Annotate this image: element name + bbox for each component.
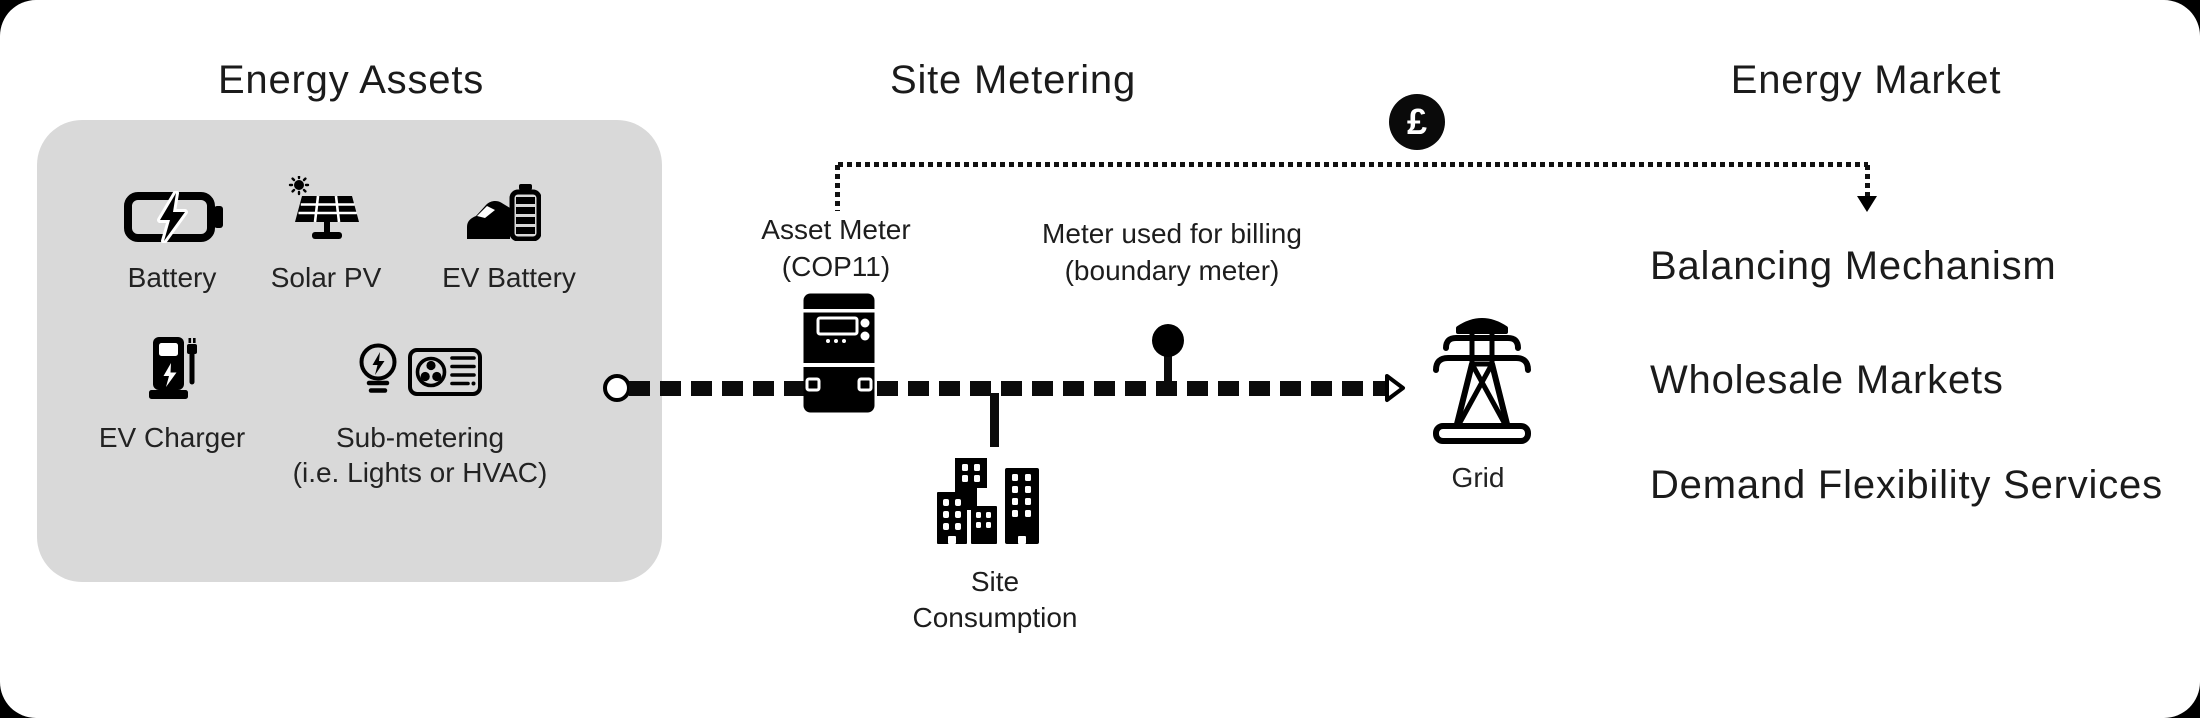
billing-meter-stem	[1164, 350, 1172, 384]
money-flow-line-left	[835, 165, 840, 211]
asset-meter-caption-line2: (COP11)	[781, 251, 891, 282]
billing-meter-caption-line1: Meter used for billing	[1042, 218, 1302, 249]
sub-metering-label: Sub-metering	[335, 422, 505, 453]
site-consumption-line1: Site	[970, 566, 1020, 597]
down-arrow-icon	[1857, 196, 1877, 212]
solar-pv-label: Solar PV	[270, 262, 382, 293]
billing-meter-icon	[1152, 324, 1184, 357]
market-item-demand-flexibility-services: Demand Flexibility Services	[1650, 463, 2163, 507]
lightbulb-icon	[356, 342, 400, 406]
billing-meter-caption: Meter used for billing (boundary meter)	[1042, 215, 1302, 289]
solar-pv-icon	[286, 176, 366, 242]
market-item-wholesale-markets: Wholesale Markets	[1650, 358, 2004, 402]
ev-charger-icon	[146, 336, 202, 402]
hvac-icon	[408, 348, 482, 396]
electricity-meter-icon	[803, 293, 875, 413]
energy-market-title: Energy Market	[1730, 58, 2002, 102]
ev-charger-label: EV Charger	[98, 422, 246, 453]
flow-arrow-icon	[1383, 372, 1407, 404]
ev-battery-icon	[465, 183, 541, 241]
flow-start-node	[603, 374, 631, 402]
battery-label: Battery	[127, 262, 217, 293]
site-consumption-stem	[990, 393, 999, 447]
asset-meter-caption-line1: Asset Meter	[761, 214, 911, 245]
site-metering-title: Site Metering	[889, 58, 1137, 102]
site-consumption-line2: Consumption	[912, 602, 1078, 633]
power-bus-line	[629, 381, 1391, 396]
pound-coin-icon: £	[1389, 94, 1445, 150]
billing-meter-caption-line2: (boundary meter)	[1064, 255, 1280, 286]
energy-assets-title: Energy Assets	[217, 58, 485, 102]
market-item-balancing-mechanism: Balancing Mechanism	[1650, 244, 2057, 288]
site-consumption-caption: Site Consumption	[913, 564, 1078, 636]
buildings-icon	[935, 456, 1049, 546]
ev-battery-label: EV Battery	[442, 262, 576, 293]
money-flow-line-right	[1865, 165, 1870, 197]
pound-symbol: £	[1406, 101, 1428, 142]
battery-icon	[124, 191, 224, 243]
grid-pylon-icon	[1430, 308, 1534, 446]
asset-meter-caption: Asset Meter (COP11)	[761, 211, 910, 285]
grid-label: Grid	[1451, 462, 1505, 493]
sub-metering-sublabel: (i.e. Lights or HVAC)	[292, 457, 548, 488]
money-flow-line-top	[838, 162, 1868, 167]
